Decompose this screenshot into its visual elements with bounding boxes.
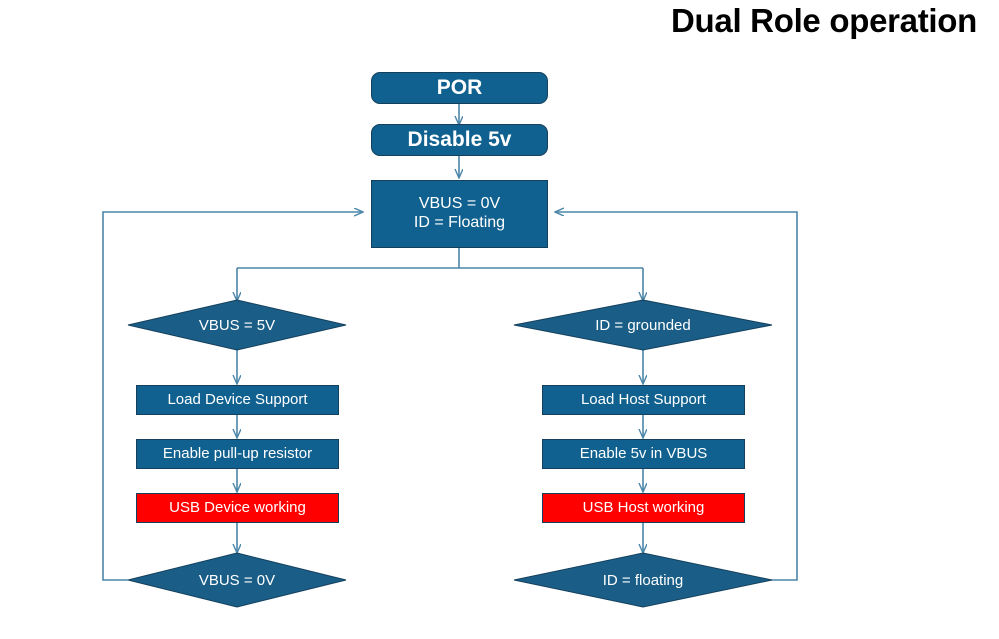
node-enable-5v-vbus-label: Enable 5v in VBUS: [579, 445, 708, 463]
decision-vbus-0v[interactable]: VBUS = 0V: [127, 552, 347, 608]
node-idle-state-line2: ID = Floating: [413, 214, 506, 231]
node-enable-pullup-resistor[interactable]: Enable pull-up resistor: [136, 439, 339, 469]
node-disable-5v-label: Disable 5v: [407, 127, 512, 151]
node-por[interactable]: POR: [371, 72, 548, 104]
node-usb-device-working[interactable]: USB Device working: [136, 493, 339, 523]
node-por-label: POR: [436, 75, 483, 99]
node-usb-device-working-label: USB Device working: [169, 499, 306, 517]
node-idle-state[interactable]: VBUS = 0V ID = Floating: [371, 180, 548, 248]
node-idle-state-line1: VBUS = 0V: [418, 195, 501, 213]
node-load-device-support-label: Load Device Support: [167, 391, 308, 409]
page-title: Dual Role operation: [671, 2, 977, 39]
node-load-host-support-label: Load Host Support: [580, 391, 707, 409]
node-usb-host-working[interactable]: USB Host working: [542, 493, 745, 523]
decision-vbus-5v[interactable]: VBUS = 5V: [127, 299, 347, 351]
node-usb-host-working-label: USB Host working: [582, 499, 705, 517]
node-disable-5v[interactable]: Disable 5v: [371, 124, 548, 156]
node-load-host-support[interactable]: Load Host Support: [542, 385, 745, 415]
node-enable-pullup-resistor-label: Enable pull-up resistor: [162, 445, 313, 463]
decision-id-floating[interactable]: ID = floating: [513, 552, 773, 608]
decision-id-grounded[interactable]: ID = grounded: [513, 299, 773, 351]
node-enable-5v-vbus[interactable]: Enable 5v in VBUS: [542, 439, 745, 469]
node-load-device-support[interactable]: Load Device Support: [136, 385, 339, 415]
